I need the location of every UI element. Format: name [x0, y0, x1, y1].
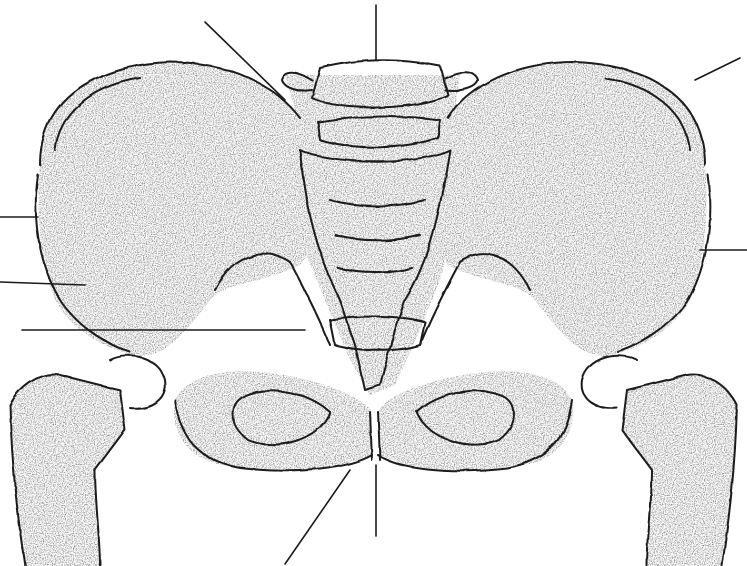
leader-line-bottom-left: [285, 470, 350, 564]
bone-shading: [10, 62, 737, 566]
leader-line-top-right: [695, 58, 740, 80]
